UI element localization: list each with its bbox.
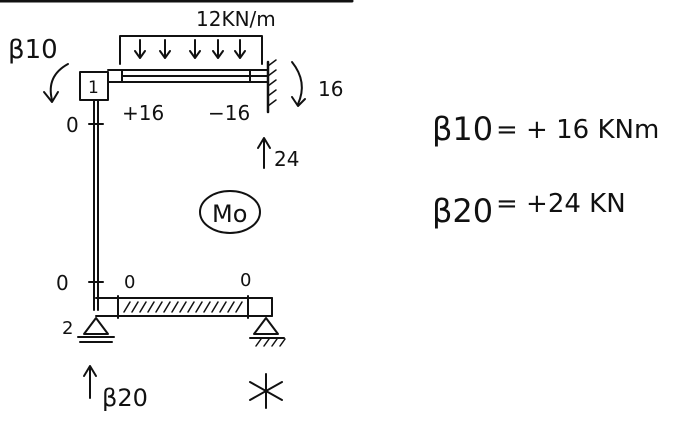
bottom-beam <box>95 295 273 319</box>
bottom-beam-right-value: 0 <box>240 270 251 291</box>
column-top-value: 0 <box>66 113 79 137</box>
left-pin-support <box>77 317 115 343</box>
left-moment-label: β10 <box>8 35 58 65</box>
top-beam <box>107 69 269 83</box>
right-moment-value: 16 <box>318 77 343 101</box>
load-label: 12KN/m <box>196 7 276 31</box>
eq2-symbol: β20 <box>432 192 493 230</box>
right-roller-support <box>249 317 286 347</box>
bottom-beam-left-value: 0 <box>124 272 135 293</box>
eq1-symbol: β10 <box>432 110 493 148</box>
beam-moment-right: −16 <box>208 101 250 125</box>
right-reaction-value: 24 <box>274 147 299 171</box>
column-bottom-value: 0 <box>56 271 69 295</box>
eq2-value: = +24 KN <box>496 189 626 219</box>
equation-2: β20 = +24 KN <box>432 189 626 230</box>
fixed-wall <box>266 59 277 114</box>
state-circle <box>199 190 261 234</box>
left-moment-arrow <box>49 63 69 101</box>
beam-moment-left: +16 <box>122 101 164 125</box>
support-label: 2 <box>62 318 73 339</box>
distributed-load <box>119 35 263 65</box>
right-moment-arrow <box>291 61 303 105</box>
column <box>88 99 104 311</box>
equation-1: β10 = + 16 KNm <box>432 110 659 148</box>
eq1-value: = + 16 KNm <box>496 115 659 145</box>
joint-label: 1 <box>88 78 99 98</box>
bottom-reaction-label: β20 <box>102 384 148 412</box>
state-label: Mo <box>212 200 247 228</box>
load-arrows <box>134 39 246 59</box>
star-mark <box>249 373 283 409</box>
